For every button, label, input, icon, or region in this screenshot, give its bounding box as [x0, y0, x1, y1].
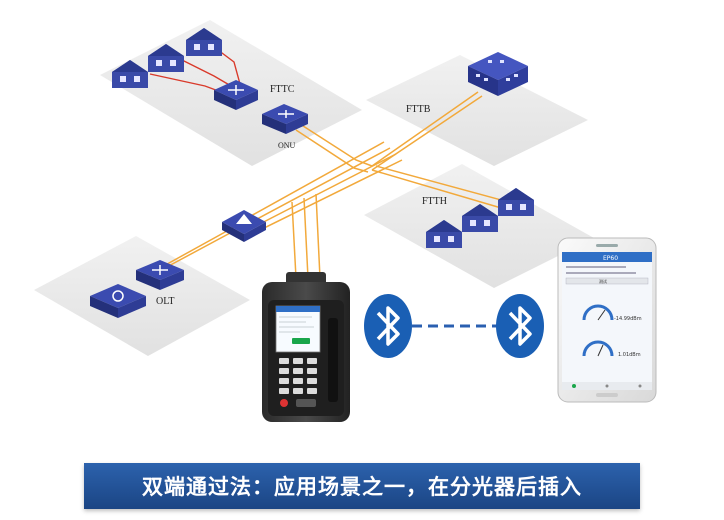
- onu-label: ONU: [278, 141, 296, 150]
- reading-2: 1.01dBm: [618, 352, 641, 358]
- house-icon: [148, 44, 184, 72]
- fttb-platform: [366, 55, 588, 166]
- fttb-label: FTTB: [406, 104, 431, 115]
- fiber-lines: [149, 91, 517, 279]
- house-icon: [426, 220, 462, 248]
- house-icon: [462, 204, 498, 232]
- app-title: EP60: [603, 255, 618, 262]
- bluetooth-icon: [364, 294, 412, 358]
- caption-banner: 双端通过法：应用场景之一，在分光器后插入: [84, 463, 640, 509]
- power-meter-device: [262, 272, 350, 422]
- building-icon: [468, 52, 528, 96]
- splitter-icon: [222, 210, 266, 242]
- olt-label: OLT: [156, 296, 175, 307]
- phone-test-button[interactable]: 测试: [599, 278, 607, 284]
- reading-1: -14.99dBm: [614, 316, 642, 322]
- house-icon: [498, 188, 534, 216]
- fttc-label: FTTC: [270, 84, 295, 95]
- ftth-label: FTTH: [422, 196, 447, 207]
- house-icon: [186, 28, 222, 56]
- bluetooth-icon: [496, 294, 544, 358]
- olt-switch-icon: [136, 260, 184, 290]
- olt-router-icon: [90, 284, 146, 318]
- house-icon: [112, 60, 148, 88]
- onu-icon: [262, 104, 308, 134]
- smartphone: EP60 测试 -14.99dBm 1.01dBm: [557, 237, 657, 403]
- switch-icon: [214, 80, 258, 110]
